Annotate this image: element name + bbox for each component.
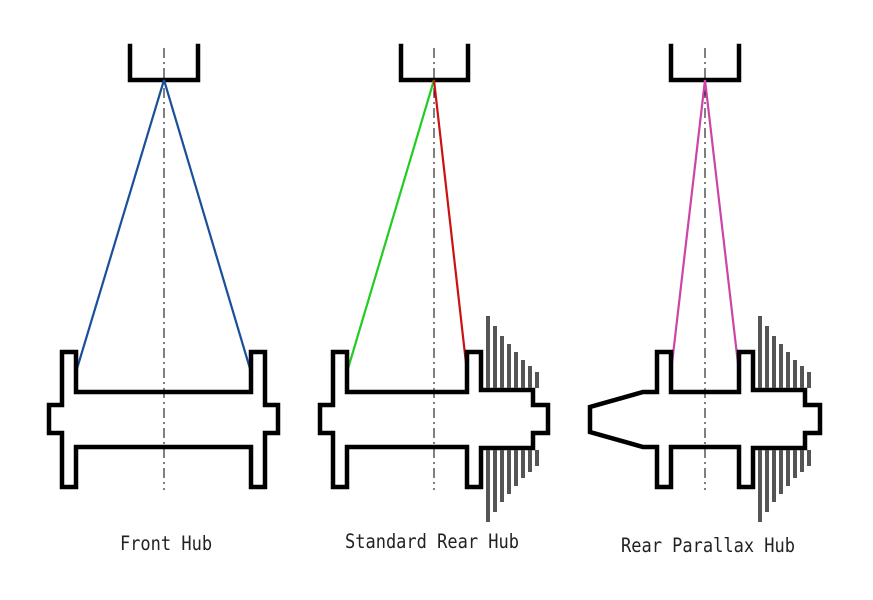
front-right-spoke bbox=[162, 79, 253, 373]
parallax-hub-shell bbox=[587, 349, 823, 490]
front-hub-shell bbox=[46, 349, 281, 490]
standard-rear-drive-spoke bbox=[432, 79, 469, 373]
parallax-left-spoke bbox=[669, 79, 707, 373]
rear-parallax-hub-caption: Rear Parallax Hub bbox=[621, 534, 795, 558]
rear-parallax-hub-drawing bbox=[587, 43, 823, 522]
standard-rear-hub-shell bbox=[317, 349, 551, 490]
parallax-right-spoke bbox=[703, 79, 741, 373]
front-hub-drawing bbox=[46, 43, 281, 490]
standard-rear-cassette-icon bbox=[486, 316, 539, 522]
standard-rear-hub-drawing bbox=[317, 43, 551, 522]
front-hub-caption: Front Hub bbox=[119, 532, 213, 556]
front-left-spoke bbox=[74, 79, 166, 373]
standard-rear-non-drive-spoke bbox=[345, 79, 436, 373]
parallax-cassette-icon bbox=[758, 316, 811, 522]
standard-rear-hub-caption: Standard Rear Hub bbox=[345, 530, 519, 554]
